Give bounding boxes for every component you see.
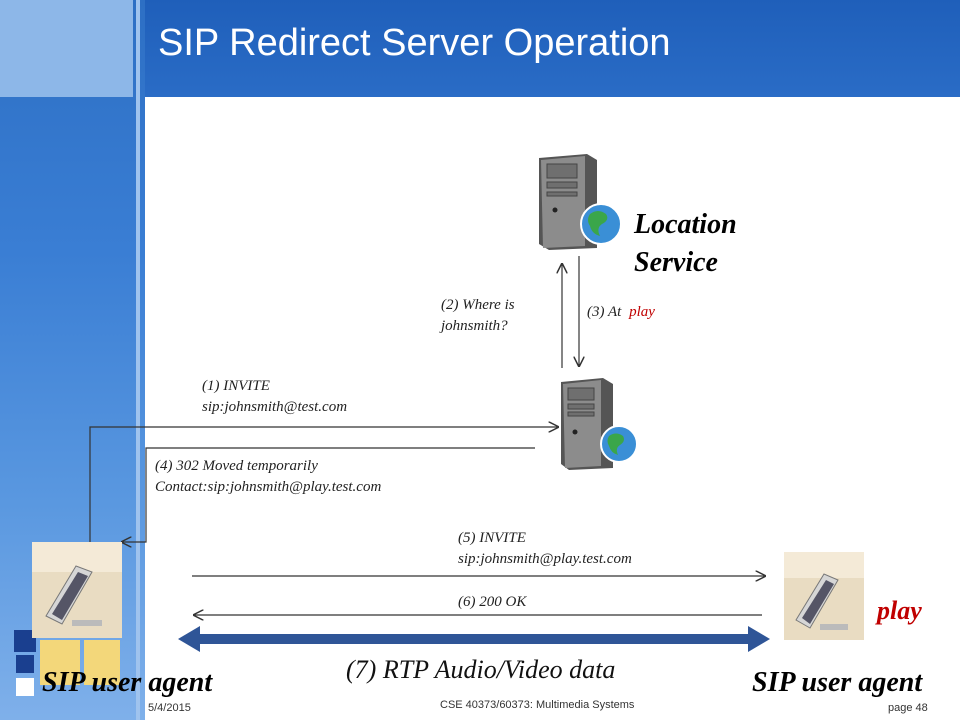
footer-page-number: page 48 bbox=[888, 702, 928, 714]
sidebar-corner-block bbox=[0, 0, 133, 97]
msg-4-line1: (4) 302 Moved temporarily bbox=[155, 458, 318, 474]
user-agent-right-label: SIP user agent bbox=[752, 667, 923, 698]
msg-6-label: (6) 200 OK bbox=[458, 594, 527, 610]
msg-1-line2: sip:johnsmith@test.com bbox=[202, 399, 348, 415]
computer-icon bbox=[32, 542, 122, 638]
footer-course: CSE 40373/60373: Multimedia Systems bbox=[440, 699, 635, 711]
title-bar bbox=[145, 0, 960, 97]
slide-title: SIP Redirect Server Operation bbox=[158, 22, 671, 64]
arrow-302-moved bbox=[122, 447, 535, 542]
arrow-invite-1 bbox=[89, 427, 558, 542]
location-service-label: Location Service bbox=[634, 209, 737, 278]
server-icon bbox=[561, 378, 638, 470]
msg-3-play: play bbox=[629, 304, 655, 320]
user-agent-left-label: SIP user agent bbox=[42, 667, 213, 698]
msg-2-line1: (2) Where is bbox=[441, 297, 515, 313]
msg-3-text: (3) At bbox=[587, 304, 622, 320]
decorative-squares bbox=[14, 630, 120, 696]
sidebar-stripe bbox=[136, 0, 140, 720]
msg-2-line2: johnsmith? bbox=[441, 318, 508, 334]
rtp-double-arrow bbox=[178, 626, 770, 652]
play-host-label: play bbox=[877, 596, 922, 625]
server-icon bbox=[539, 154, 622, 250]
msg-4-line2: Contact:sip:johnsmith@play.test.com bbox=[155, 479, 382, 495]
msg-3-label: (3) At play bbox=[587, 303, 655, 322]
msg-5-line2: sip:johnsmith@play.test.com bbox=[458, 551, 632, 567]
msg-5-line1: (5) INVITE bbox=[458, 530, 526, 546]
msg-1-line1: (1) INVITE bbox=[202, 378, 270, 394]
footer-date: 5/4/2015 bbox=[148, 702, 191, 714]
msg-7-rtp-label: (7) RTP Audio/Video data bbox=[346, 655, 616, 684]
computer-icon bbox=[784, 552, 864, 640]
